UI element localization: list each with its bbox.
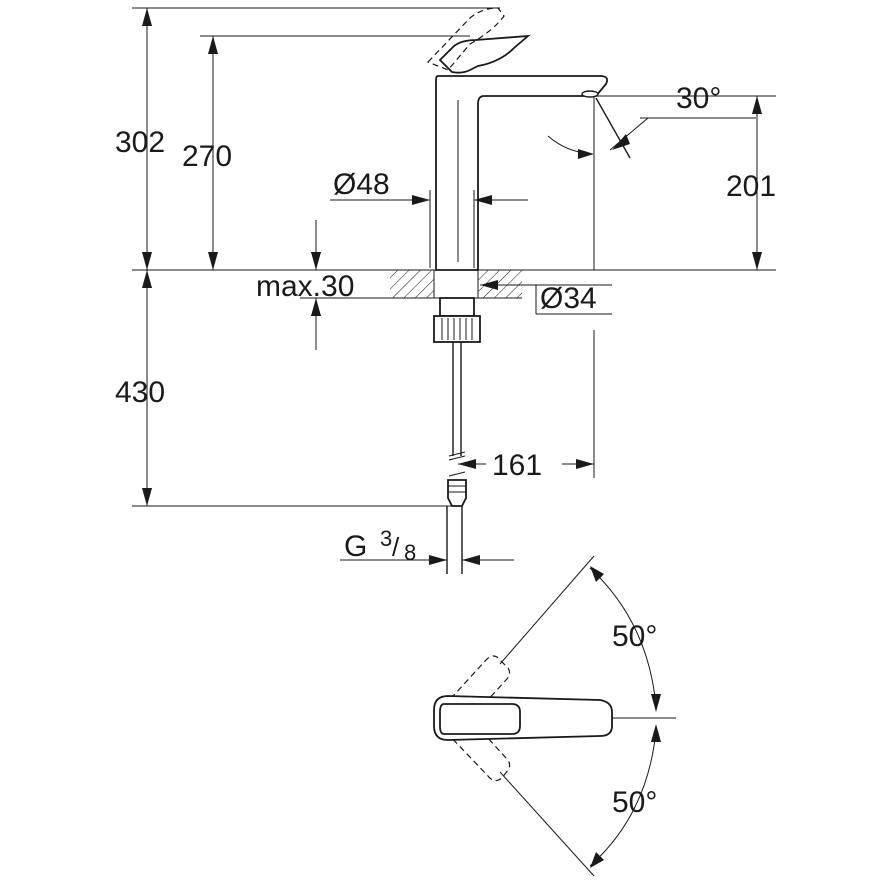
spout (435, 75, 609, 271)
spout-angle-annotation: 30° (547, 82, 756, 159)
dimension-270: 270 (182, 36, 232, 270)
body-diameter-dimension: Ø48 (330, 168, 528, 268)
lever-lower-position (445, 715, 511, 782)
deck-thickness-dimension: max.30 (256, 220, 390, 350)
faucet-top-outline (433, 695, 613, 741)
faucet-body (426, 7, 609, 271)
mounting-shank (433, 297, 481, 343)
connection-thread-slash: / (392, 532, 400, 562)
connection-thread-base: G (344, 530, 367, 563)
flexible-hose (446, 342, 467, 574)
lever-raised-outline (426, 7, 505, 71)
upper-angle-arc: 50° (589, 566, 661, 712)
dimension-201-label: 201 (726, 170, 776, 203)
connection-thread-numerator: 3 (380, 526, 392, 551)
spout-reach-dimension: 161 (458, 449, 594, 482)
hole-diameter-dimension: Ø34 (480, 280, 612, 315)
top-view: 50° 50° (433, 555, 676, 877)
dimension-270-label: 270 (182, 140, 232, 173)
lever-handle (438, 34, 531, 74)
body-diameter-label: Ø48 (333, 168, 390, 201)
lower-angle-arc: 50° (589, 724, 661, 868)
lever-upper-position (443, 655, 511, 725)
connection-thread-dimension: G 3 / 8 (340, 526, 514, 565)
hole-diameter-label: Ø34 (540, 282, 597, 315)
dimension-201: 201 (726, 96, 776, 270)
lower-angle-ray (499, 771, 595, 877)
deck-thickness-label: max.30 (256, 270, 354, 303)
dimension-430-label: 430 (115, 376, 165, 409)
upper-angle-ray (499, 555, 595, 665)
aerator (581, 90, 599, 98)
lower-angle-label: 50° (612, 786, 657, 819)
upper-angle-label: 50° (612, 620, 657, 653)
spout-reach-label: 161 (492, 449, 542, 482)
countertop (390, 270, 522, 299)
dimension-430: 430 (115, 270, 165, 506)
dimension-302-label: 302 (115, 126, 165, 159)
spout-angle-label: 30° (676, 82, 721, 115)
dimension-302: 302 (115, 8, 165, 270)
connection-thread-denominator: 8 (404, 540, 416, 565)
side-view: 302 270 201 430 (115, 7, 776, 574)
